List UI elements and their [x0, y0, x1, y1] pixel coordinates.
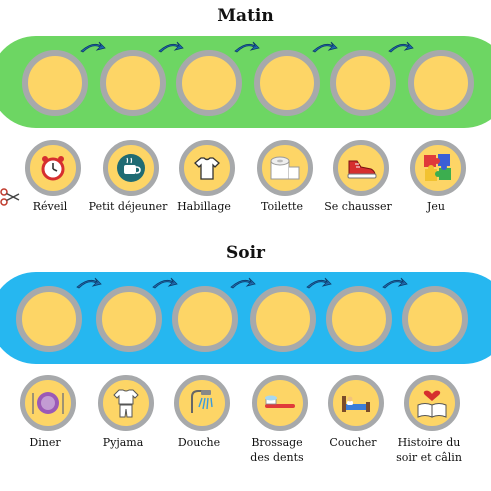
- arrow-right-icon: [152, 277, 178, 289]
- evening-slot-3[interactable]: [172, 286, 238, 352]
- evening-title: Soir: [225, 243, 266, 263]
- arrow-right-icon: [158, 41, 184, 53]
- evening-label-4: Brossage des dents: [227, 436, 327, 466]
- plate-icon: [32, 392, 64, 414]
- tshirt-icon: [194, 157, 220, 180]
- morning-slot-3[interactable]: [176, 50, 242, 116]
- morning-label-1: Réveil: [32, 200, 68, 213]
- evening-card-diner[interactable]: [20, 375, 76, 431]
- morning-card-reveil[interactable]: [25, 140, 81, 196]
- evening-label-6: Histoire du soir et câlin: [379, 436, 479, 466]
- morning-slot-4[interactable]: [254, 50, 320, 116]
- evening-card-histoire[interactable]: [404, 375, 460, 431]
- morning-card-toilette[interactable]: [257, 140, 313, 196]
- morning-card-se-chausser[interactable]: [333, 140, 389, 196]
- book-heart-icon: [417, 390, 447, 418]
- scissors-icon: [0, 188, 20, 206]
- evening-slot-1[interactable]: [16, 286, 82, 352]
- evening-label-4-line2: des dents: [250, 450, 304, 464]
- evening-label-6-line1: Histoire du: [397, 436, 461, 449]
- morning-label-3: Habillage: [177, 200, 231, 213]
- morning-slot-5[interactable]: [330, 50, 396, 116]
- morning-label-5: Se chausser: [324, 200, 392, 213]
- coffee-cup-icon: [117, 154, 145, 182]
- evening-card-douche[interactable]: [174, 375, 230, 431]
- evening-label-4-line1: Brossage: [251, 436, 303, 449]
- morning-card-habillage[interactable]: [179, 140, 235, 196]
- evening-label-6-line2: soir et câlin: [396, 450, 462, 464]
- morning-slot-1[interactable]: [22, 50, 88, 116]
- toothbrush-icon: [265, 395, 295, 408]
- evening-slot-5[interactable]: [326, 286, 392, 352]
- arrow-right-icon: [388, 41, 414, 53]
- evening-label-2: Pyjama: [102, 436, 144, 449]
- evening-card-brossage[interactable]: [252, 375, 308, 431]
- arrow-right-icon: [382, 277, 408, 289]
- evening-label-1: Diner: [29, 436, 61, 449]
- morning-label-4: Toilette: [260, 200, 303, 213]
- arrow-right-icon: [76, 277, 102, 289]
- morning-label-2: Petit déjeuner: [88, 200, 168, 213]
- evening-label-5: Coucher: [329, 436, 377, 449]
- evening-slot-2[interactable]: [96, 286, 162, 352]
- alarm-clock-icon: [41, 156, 65, 181]
- evening-slot-6[interactable]: [402, 286, 468, 352]
- evening-card-coucher[interactable]: [328, 375, 384, 431]
- bed-icon: [342, 396, 370, 412]
- morning-title: Matin: [217, 6, 274, 26]
- toilet-paper-icon: [270, 156, 300, 180]
- arrow-right-icon: [230, 277, 256, 289]
- sneaker-icon: [347, 160, 377, 179]
- arrow-right-icon: [312, 41, 338, 53]
- morning-card-petit-dejeuner[interactable]: [103, 140, 159, 196]
- evening-slot-4[interactable]: [250, 286, 316, 352]
- pyjama-icon: [113, 389, 139, 418]
- arrow-right-icon: [234, 41, 260, 53]
- morning-label-6: Jeu: [426, 200, 445, 213]
- morning-slot-2[interactable]: [100, 50, 166, 116]
- arrow-right-icon: [80, 41, 106, 53]
- arrow-right-icon: [306, 277, 332, 289]
- morning-card-jeu[interactable]: [410, 140, 466, 196]
- puzzle-icon: [424, 154, 451, 181]
- shower-icon: [191, 390, 213, 413]
- evening-label-3: Douche: [177, 436, 221, 449]
- morning-slot-6[interactable]: [408, 50, 474, 116]
- evening-card-pyjama[interactable]: [98, 375, 154, 431]
